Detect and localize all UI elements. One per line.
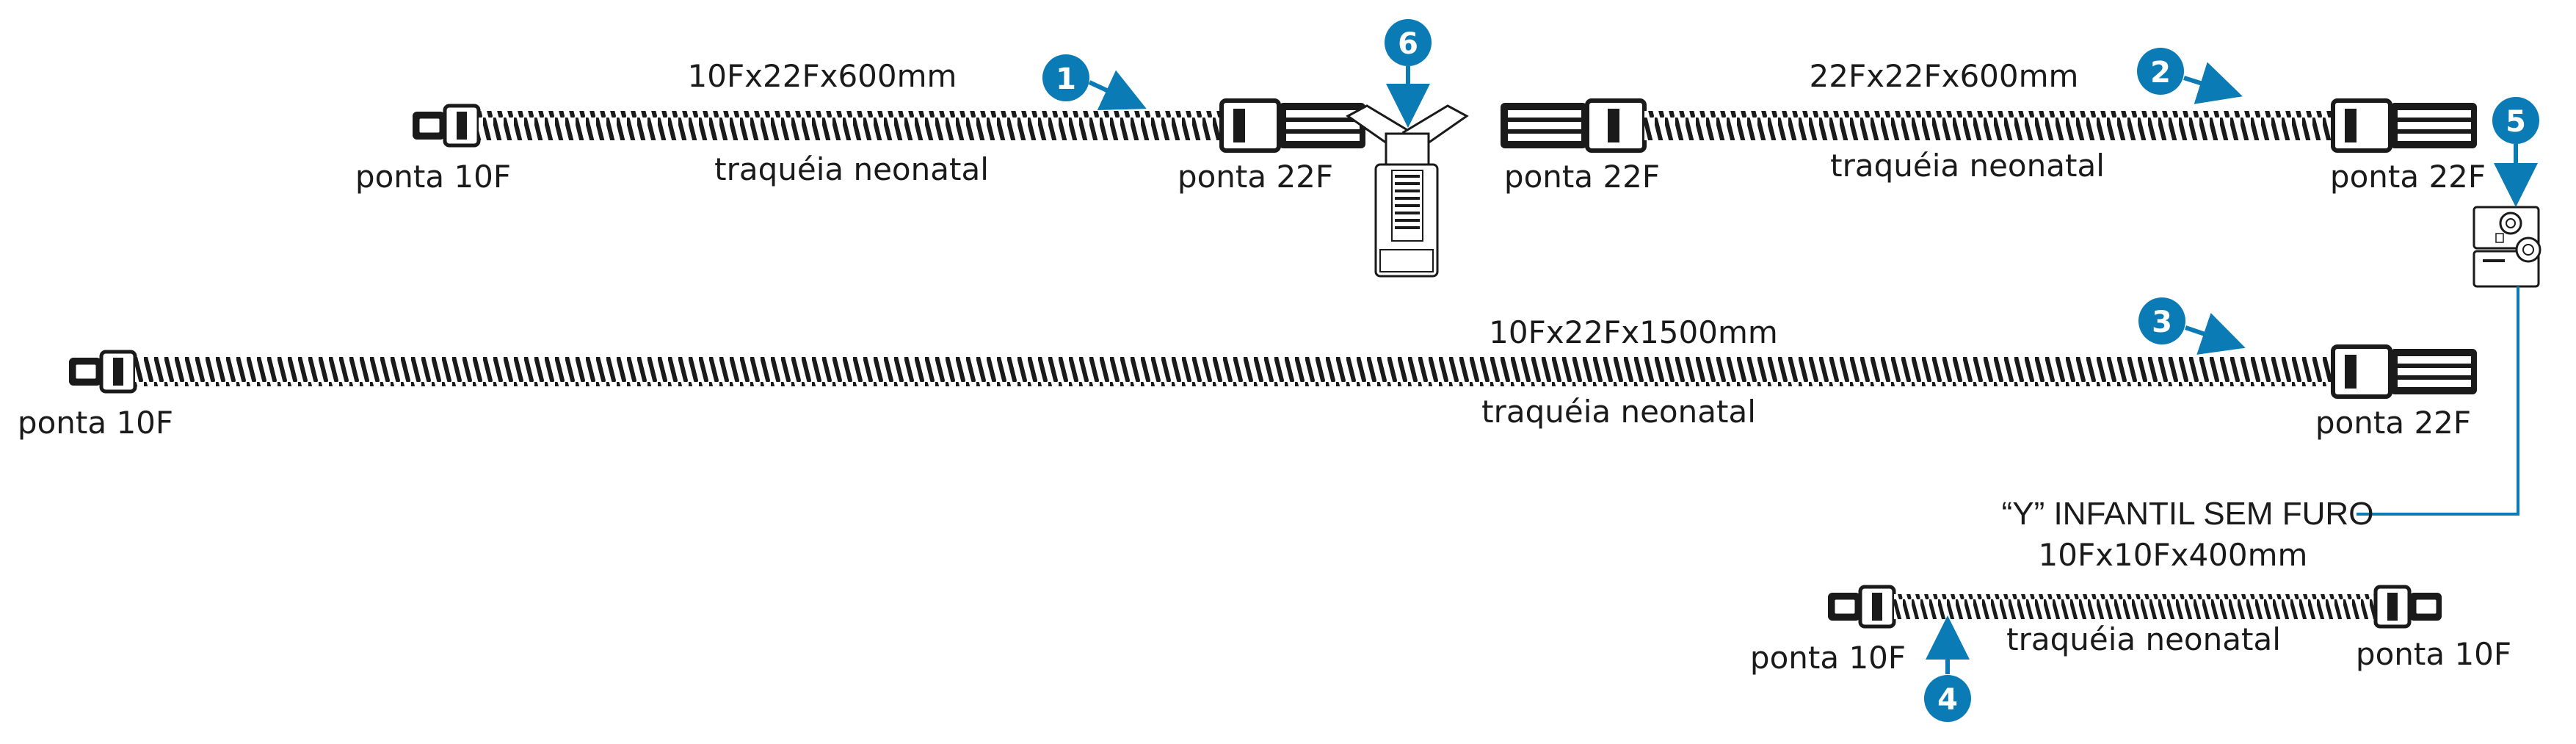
callout-4-number: 4 bbox=[1937, 683, 1958, 717]
hose-2-coil bbox=[1644, 111, 2333, 140]
hose-1-tip-10f bbox=[413, 104, 481, 148]
hose-3-left-end-label: ponta 10F bbox=[18, 405, 173, 441]
hose-4-size-label: 10Fx10Fx400mm bbox=[2039, 537, 2308, 573]
hose-1-coil bbox=[479, 111, 1222, 140]
hose-4: 10Fx10Fx400mm traquéia neonatal ponta 10… bbox=[1750, 537, 2511, 722]
hose-2-desc-label: traquéia neonatal bbox=[1830, 148, 2105, 184]
hose-3: 10Fx22Fx1500mm traquéia neonatal ponta 1… bbox=[18, 297, 2477, 441]
hose-1-left-end-label: ponta 10F bbox=[355, 159, 511, 195]
hose-3-right-end-label: ponta 22F bbox=[2315, 405, 2471, 441]
hose-4-tip-10f-left bbox=[1828, 585, 1896, 629]
hose-4-left-end-label: ponta 10F bbox=[1750, 640, 1906, 676]
y-connector: “Y” INFANTIL SEM FURO 5 bbox=[2002, 97, 2541, 532]
water-trap-icon bbox=[1346, 104, 1469, 278]
hose-4-desc-label: traquéia neonatal bbox=[2006, 621, 2281, 657]
hose-2-right-end-label: ponta 22F bbox=[2330, 159, 2486, 195]
callout-5-number: 5 bbox=[2506, 105, 2526, 139]
hose-3-size-label: 10Fx22Fx1500mm bbox=[1489, 314, 1778, 350]
hose-2-size-label: 22Fx22Fx600mm bbox=[1810, 58, 2079, 94]
y-connector-label: “Y” INFANTIL SEM FURO bbox=[2002, 496, 2374, 532]
callout-5: 5 bbox=[2492, 97, 2539, 207]
callout-1: 1 bbox=[1042, 54, 1147, 111]
hose-3-tip-22f bbox=[2331, 344, 2477, 399]
y-connector-icon bbox=[2472, 206, 2541, 288]
callout-1-number: 1 bbox=[1056, 62, 1076, 96]
hose-1-tip-22f bbox=[1219, 98, 1365, 153]
callout-6: 6 bbox=[1385, 19, 1432, 128]
hose-1-desc-label: traquéia neonatal bbox=[714, 151, 989, 187]
callout-3: 3 bbox=[2138, 297, 2246, 355]
callout-2: 2 bbox=[2137, 48, 2243, 104]
callout-3-number: 3 bbox=[2152, 306, 2172, 339]
hose-1-size-label: 10Fx22Fx600mm bbox=[688, 58, 957, 94]
hose-2-tip-22f-left bbox=[1501, 98, 1647, 153]
hose-2-left-end-label: ponta 22F bbox=[1504, 159, 1660, 195]
callout-2-number: 2 bbox=[2150, 56, 2171, 90]
hose-4-right-end-label: ponta 10F bbox=[2356, 636, 2511, 672]
hose-3-desc-label: traquéia neonatal bbox=[1481, 394, 1756, 430]
hose-1: 10Fx22Fx600mm traquéia neonatal ponta 10… bbox=[355, 54, 1365, 195]
callout-6-number: 6 bbox=[1398, 27, 1418, 61]
water-trap: 6 bbox=[1346, 19, 1469, 278]
hose-3-tip-10f bbox=[69, 350, 137, 394]
hose-4-tip-10f-right bbox=[2373, 585, 2442, 629]
hose-2-tip-22f-right bbox=[2331, 98, 2477, 153]
hose-3-coil bbox=[135, 357, 2333, 386]
hose-4-coil bbox=[1894, 594, 2376, 619]
callout-4: 4 bbox=[1924, 615, 1971, 722]
y-connector-leader-line bbox=[2357, 286, 2519, 516]
hose-1-right-end-label: ponta 22F bbox=[1178, 159, 1333, 195]
hose-2: 22Fx22Fx600mm traquéia neonatal ponta 22… bbox=[1501, 48, 2486, 195]
